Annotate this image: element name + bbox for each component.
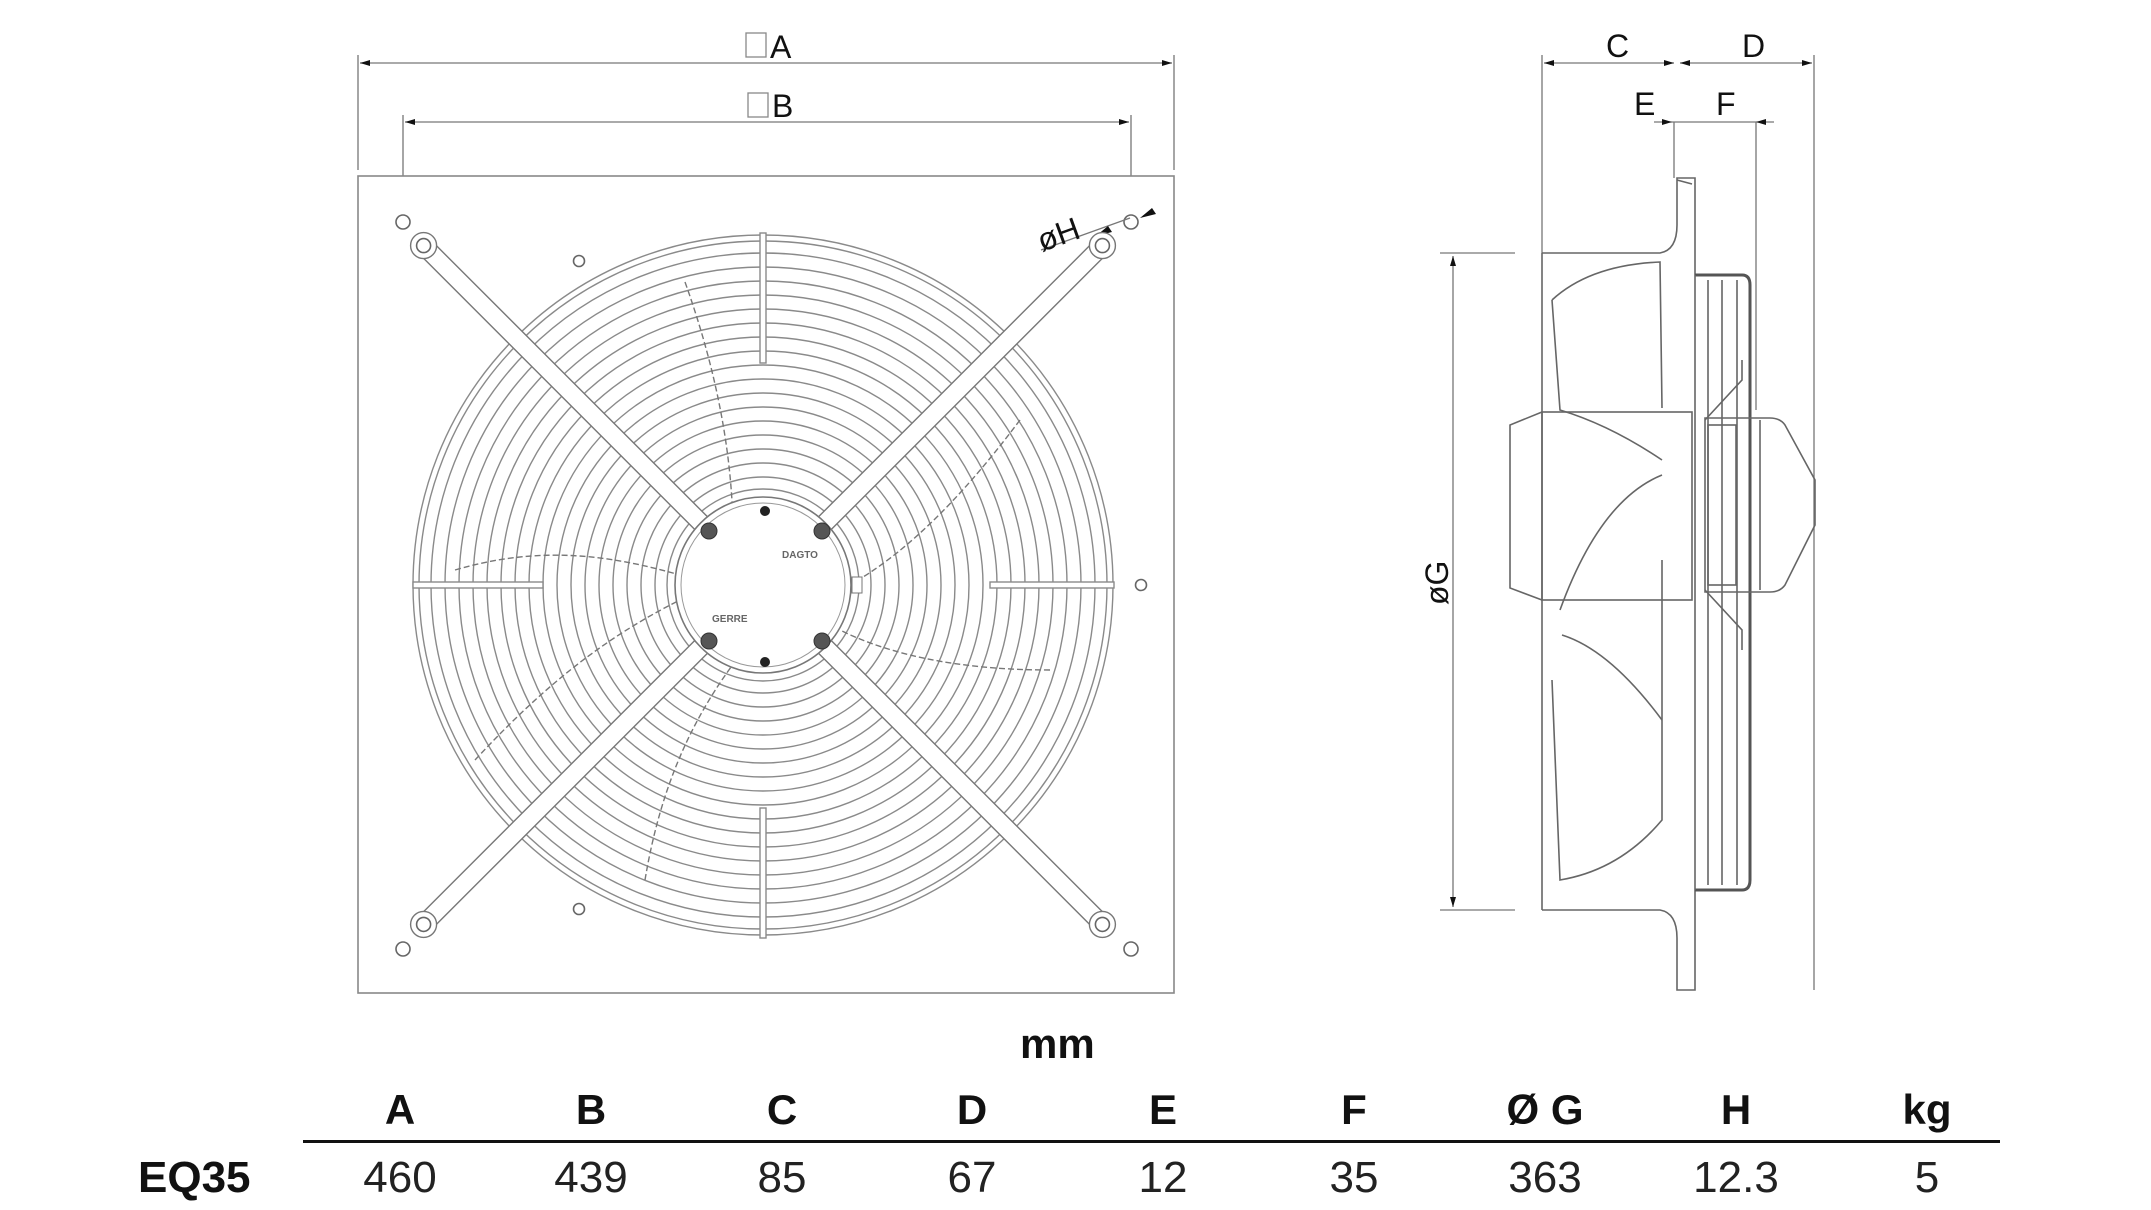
header-g: Ø G [1506, 1086, 1584, 1133]
value-d: 67 [947, 1153, 997, 1202]
technical-drawing: A B øH [357, 28, 1816, 994]
header-b: B [575, 1086, 607, 1133]
dim-f-label: F [1716, 86, 1736, 122]
dim-g-label: G [1419, 561, 1455, 586]
bolt-icon [700, 522, 718, 540]
value-h: 12.3 [1693, 1153, 1779, 1202]
model-name: EQ35 [138, 1153, 251, 1202]
hub-label-top: DAGTO [782, 550, 818, 561]
side-view: C D E F øG [1419, 28, 1816, 991]
guard-struts [409, 231, 1117, 939]
front-view: A B øH [357, 29, 1175, 994]
dimension-table: mm A B C D E F Ø G H kg EQ35 460 439 85 … [0, 1010, 2151, 1210]
unit-label: mm [1020, 1020, 1095, 1067]
hub-label-bottom: GERRE [712, 614, 748, 625]
dim-e-label: E [1634, 86, 1655, 122]
value-e: 12 [1138, 1153, 1188, 1202]
value-kg: 5 [1914, 1153, 1940, 1202]
side-hub [1509, 360, 1816, 650]
header-divider [303, 1140, 2000, 1143]
value-b: 439 [554, 1153, 628, 1202]
bolt-icon [813, 522, 831, 540]
fan-housing-section [1541, 177, 1752, 991]
header-f: F [1341, 1086, 1367, 1133]
blade-profiles [1551, 261, 1663, 881]
dimension-c-d: C D [1541, 28, 1815, 990]
mounting-holes [395, 214, 1148, 957]
dim-a-label: A [770, 29, 792, 65]
svg-text:øG: øG [1419, 561, 1455, 605]
dimension-b: B [402, 88, 1132, 222]
square-symbol-icon [745, 32, 767, 58]
bolt-icon [700, 632, 718, 650]
diameter-symbol-icon: ø [1419, 585, 1455, 605]
header-d: D [956, 1086, 988, 1133]
header-kg: kg [1902, 1086, 1952, 1133]
header-a: A [384, 1086, 416, 1133]
value-c: 85 [757, 1153, 807, 1202]
header-c: C [766, 1086, 798, 1133]
dim-b-label: B [772, 88, 793, 124]
value-f: 35 [1329, 1153, 1379, 1202]
header-h: H [1720, 1086, 1752, 1133]
dimension-e-f: E F [1634, 86, 1774, 410]
header-e: E [1148, 1086, 1177, 1133]
dim-d-label: D [1742, 28, 1765, 64]
dimension-a: A [357, 29, 1175, 170]
bolt-icon [813, 632, 831, 650]
guard-bars [412, 232, 1115, 939]
value-a: 460 [363, 1153, 437, 1202]
dimension-g: øG [1419, 252, 1515, 911]
dim-c-label: C [1606, 28, 1629, 64]
value-g: 363 [1508, 1153, 1582, 1202]
square-symbol-icon [747, 92, 769, 118]
motor-hub: DAGTO GERRE [674, 496, 863, 674]
